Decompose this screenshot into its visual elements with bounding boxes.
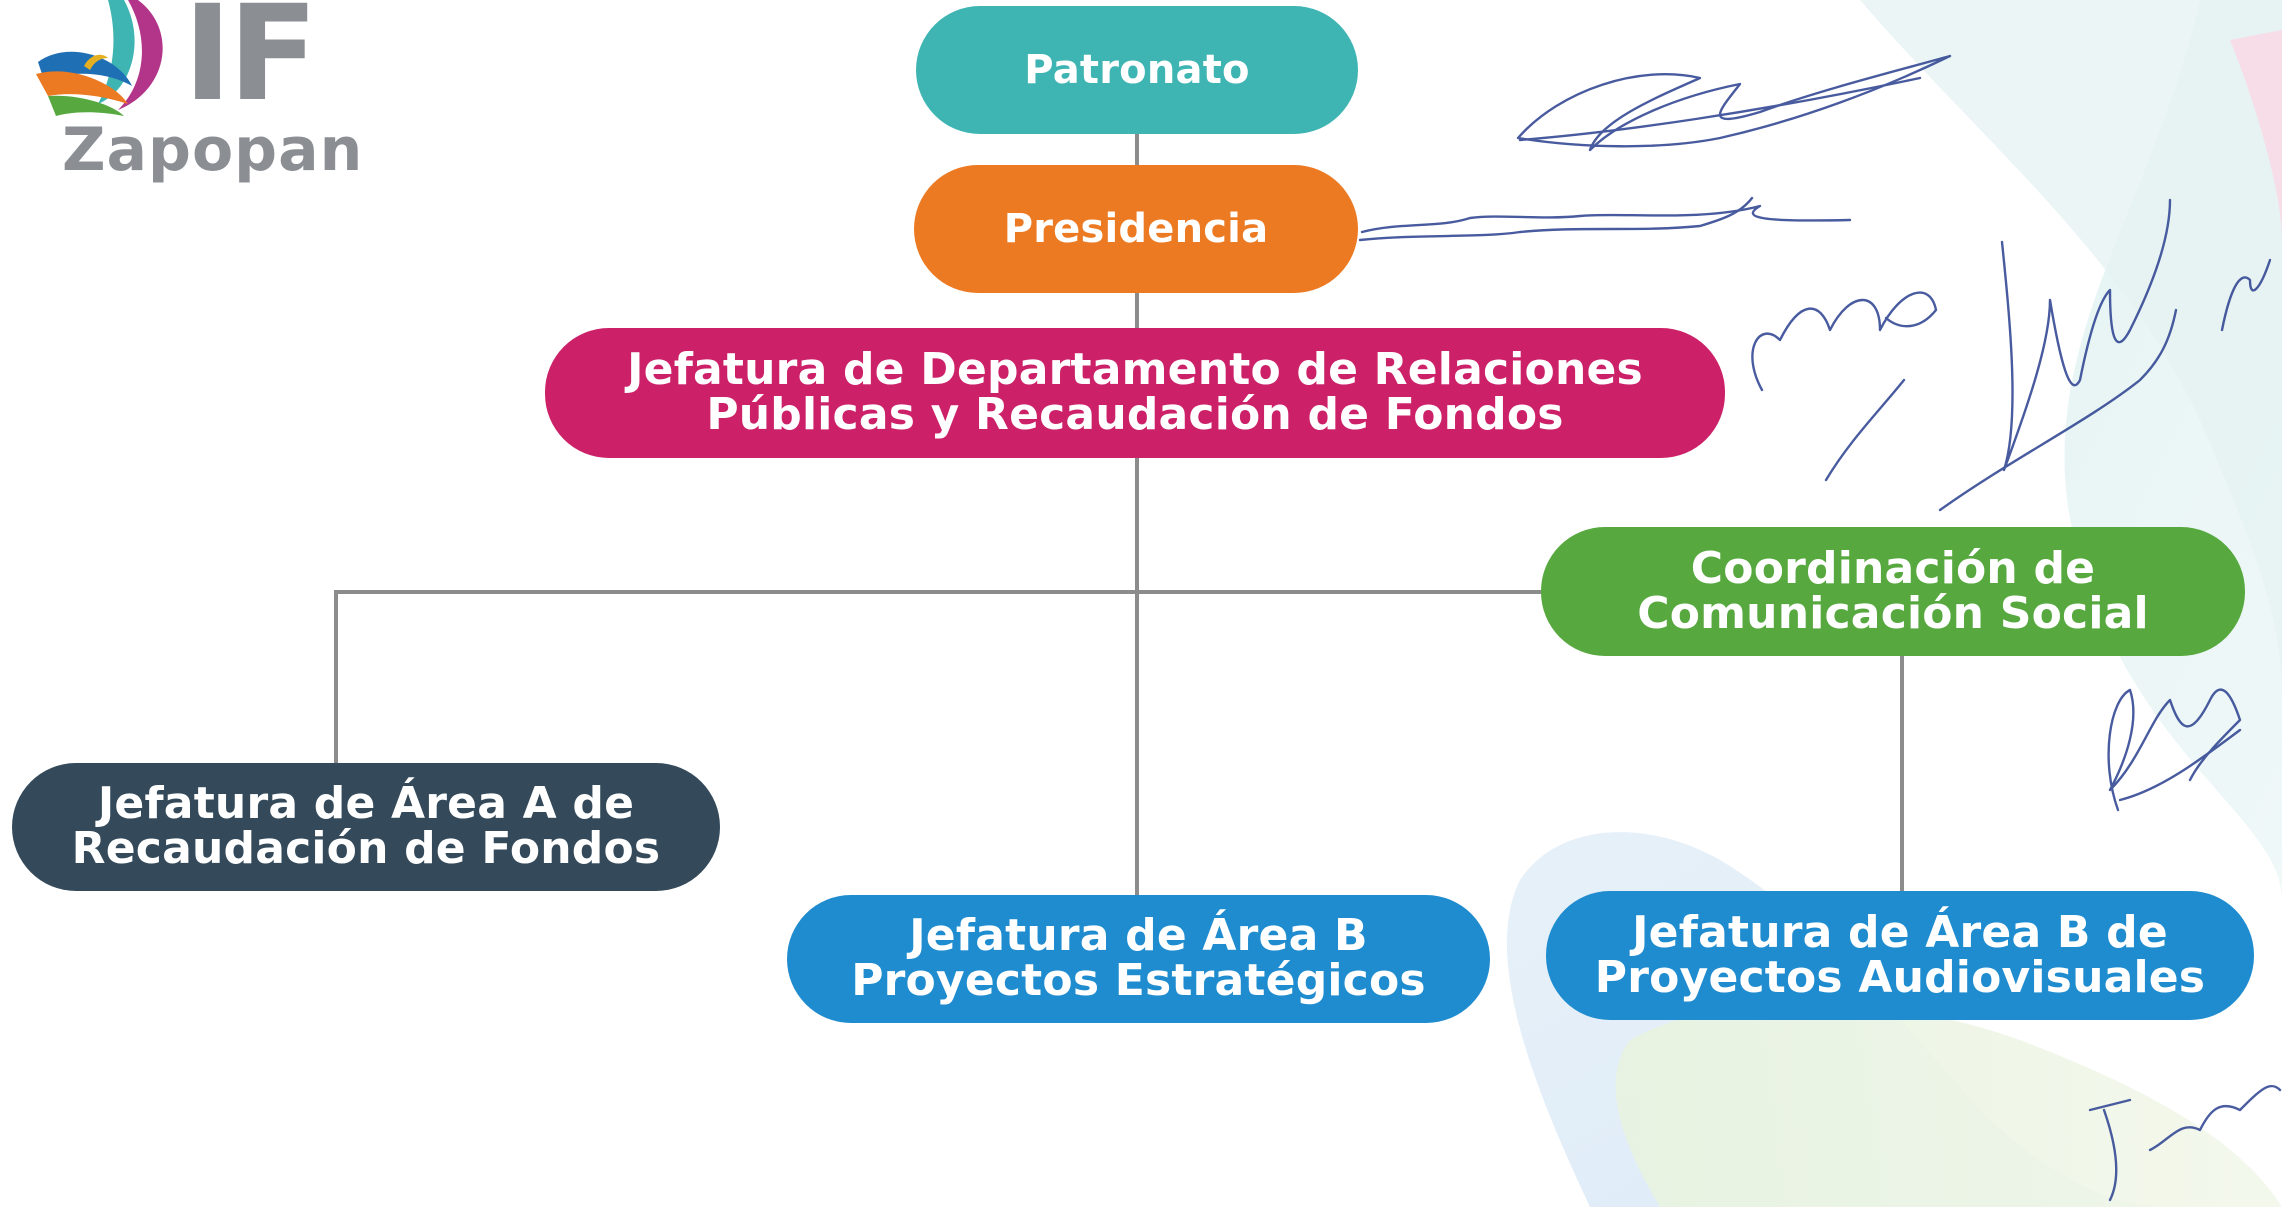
watermark-teal-swoop [1860,0,2282,700]
node-label-line-1: Coordinación de [1690,542,2096,594]
node-label-line-2: Públicas y Recaudación de Fondos [706,389,1564,440]
node-patronato: Patronato [916,6,1358,134]
node-presidencia: Presidencia [914,165,1358,293]
node-label: Patronato [1024,46,1250,93]
node-jefatura-area-b-audiovisuales: Jefatura de Área B de Proyectos Audiovis… [1546,891,2254,1020]
node-label-line-2: Recaudación de Fondos [71,823,661,874]
node-jefatura-area-a: Jefatura de Área A de Recaudación de Fon… [12,763,720,891]
logo-name-text: Zapopan [62,115,364,185]
dif-zapopan-logo: IF Zapopan [28,0,362,190]
node-label: Presidencia [1003,205,1269,252]
node-label-line-1: Jefatura de Área B [909,910,1368,962]
watermark-pink-swoop [2230,30,2282,240]
node-label-line-2: Comunicación Social [1637,587,2149,639]
node-label-line-2: Proyectos Estratégicos [851,955,1426,1006]
dif-swirl-icon [36,0,163,116]
node-jefatura-area-b-estrategicos: Jefatura de Área B Proyectos Estratégico… [787,895,1490,1023]
node-label-line-1: Jefatura de Área B de [1632,906,2168,958]
node-label-line-1: Jefatura de Área A de [97,778,635,830]
logo-mark-text: IF [183,0,318,131]
node-jefatura-departamento: Jefatura de Departamento de Relaciones P… [545,328,1725,458]
node-label-line-2: Proyectos Audiovisuales [1594,951,2206,1003]
node-coordinacion-comunicacion: Coordinación de Comunicación Social [1541,527,2245,656]
node-label-line-1: Jefatura de Departamento de Relaciones [627,344,1643,396]
